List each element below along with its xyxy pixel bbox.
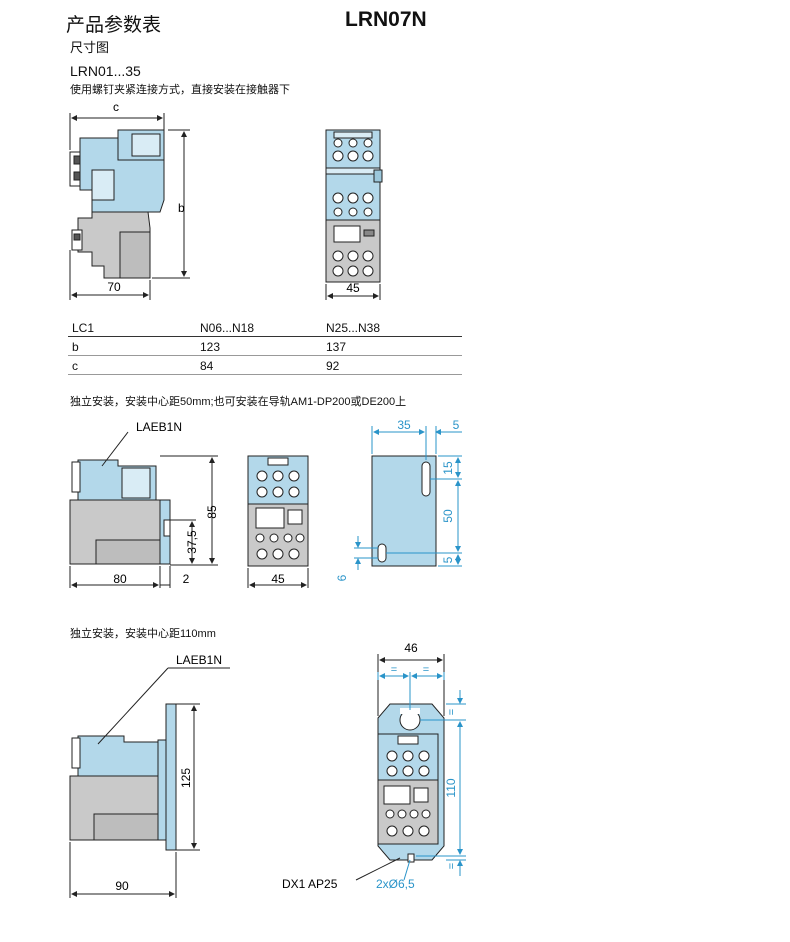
dim-c: c xyxy=(113,100,119,114)
table-row: b 123 137 xyxy=(68,336,462,356)
dim-width-45: 45 xyxy=(346,281,360,295)
dim-equal-top: = xyxy=(446,709,458,715)
side-view-110mm xyxy=(69,667,230,898)
table-header-cell: N25...N38 xyxy=(322,318,462,337)
dim-pitch-110: 110 xyxy=(444,778,458,797)
mounting-note-50mm: 独立安装，安装中心距50mm;也可安装在导轨AM1-DP200或DE200上 xyxy=(70,396,407,408)
dim-depth-70: 70 xyxy=(107,280,121,294)
dim-height-125: 125 xyxy=(179,768,193,788)
screw-label: DX1 AP25 xyxy=(282,877,338,891)
side-view-direct-mount xyxy=(69,113,190,300)
dim-plate-5-bottom: 5 xyxy=(441,556,455,563)
table-cell: 137 xyxy=(322,336,462,356)
product-range: LRN01...35 xyxy=(70,63,141,79)
front-view-direct-mount xyxy=(325,129,383,300)
table-cell: 92 xyxy=(322,355,462,375)
dim-plate-15: 15 xyxy=(441,461,455,475)
page-title: 产品参数表 xyxy=(66,15,162,36)
dim-b: b xyxy=(178,201,185,215)
dim-plate-6: 6 xyxy=(335,574,349,581)
table-cell: c xyxy=(68,355,196,375)
dim-equal-right: = xyxy=(423,664,429,676)
dim-depth-80: 80 xyxy=(113,572,127,586)
front-view-50mm xyxy=(247,455,309,588)
model-number: LRN07N xyxy=(345,8,427,31)
dim-depth-90: 90 xyxy=(115,879,129,893)
dim-height-85: 85 xyxy=(205,505,219,519)
dim-rail-37-5: 37,5 xyxy=(185,530,199,554)
dim-plate-50: 50 xyxy=(441,509,455,523)
table-cell: 84 xyxy=(196,355,322,375)
plate-110mm-blue-dims xyxy=(377,672,466,881)
accessory-label-110mm: LAEB1N xyxy=(176,653,222,667)
accessory-label-50mm: LAEB1N xyxy=(136,420,182,434)
dim-plate-35: 35 xyxy=(397,418,411,432)
table-row: c 84 92 xyxy=(68,355,462,375)
dim-equal-left: = xyxy=(391,664,397,676)
side-view-50mm xyxy=(69,431,218,588)
dim-width-45-front: 45 xyxy=(271,572,285,586)
hole-label: 2xØ6,5 xyxy=(376,877,415,891)
section-subtitle: 尺寸图 xyxy=(70,40,110,55)
front-view-110mm xyxy=(355,654,445,881)
dim-equal-bottom: = xyxy=(446,863,458,869)
dim-gap-2: 2 xyxy=(183,572,190,586)
mounting-note-110mm: 独立安装，安装中心距110mm xyxy=(70,628,216,640)
table-cell: 123 xyxy=(196,336,322,356)
table-header-cell: N06...N18 xyxy=(196,318,322,337)
table-header-row: LC1 N06...N18 N25...N38 xyxy=(68,318,462,337)
dimension-table: LC1 N06...N18 N25...N38 b 123 137 c 84 9… xyxy=(68,318,462,375)
mounting-plate-50mm xyxy=(354,426,462,570)
table-header-cell: LC1 xyxy=(68,318,196,337)
dim-width-46: 46 xyxy=(404,641,418,655)
mounting-note-direct: 使用螺钉夹紧连接方式，直接安装在接触器下 xyxy=(70,84,290,96)
table-cell: b xyxy=(68,336,196,356)
dim-plate-5: 5 xyxy=(453,418,460,432)
